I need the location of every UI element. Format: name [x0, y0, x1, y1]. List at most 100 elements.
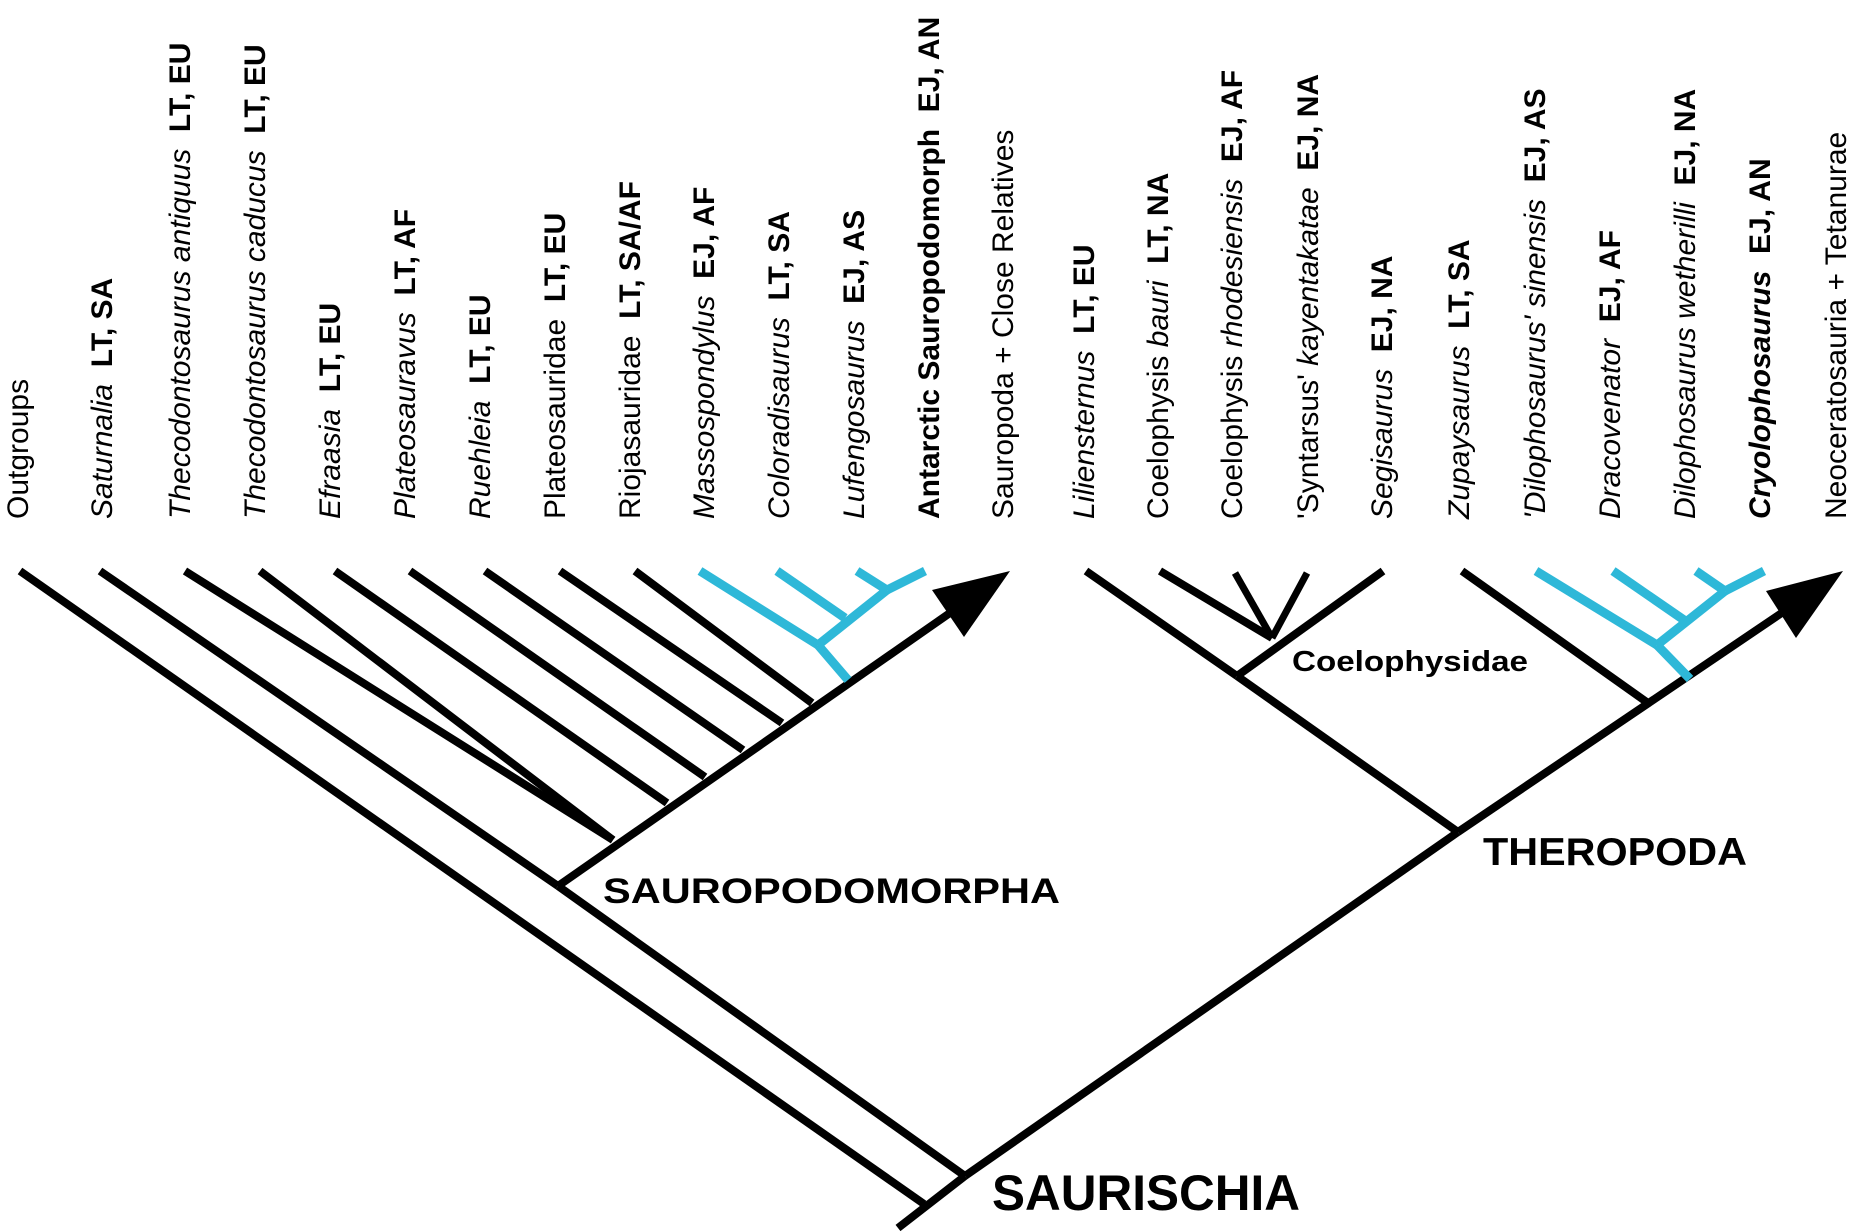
taxon-label-ruehleia: Ruehleia LT, EU	[464, 294, 497, 519]
branch-dilophosaurus-wetherilli	[1693, 567, 1728, 595]
branch-plateosauridae	[557, 567, 785, 727]
taxon-label-efraasia: Efraasia LT, EU	[314, 303, 347, 519]
branch-liliensternus	[1083, 567, 1240, 680]
age-region-code: LT, SA	[763, 211, 796, 317]
theropoda-stem	[962, 828, 1461, 1180]
sauropodomorph-arrowhead	[932, 571, 1010, 637]
age-region-code: EJ, AN	[913, 17, 946, 129]
branch-riojasauridae	[632, 567, 815, 707]
age-region-code: EJ, AN	[1744, 158, 1777, 270]
branch-saturnalia	[97, 567, 561, 890]
taxon-label-segisaurus: Segisaurus EJ, NA	[1366, 256, 1399, 519]
taxon-label-plateosauravus: Plateosauravus LT, AF	[389, 209, 422, 519]
taxon-name: Coelophysis	[1216, 347, 1249, 519]
taxon-label-zupaysaurus: Zupaysaurus LT, SA	[1443, 239, 1476, 520]
clade-label-theropoda: THEROPODA	[1483, 831, 1747, 874]
age-region-code: EJ, NA	[1292, 74, 1325, 187]
branch-outgroups	[17, 567, 927, 1208]
taxon-name: Sauropoda + Close Relatives	[987, 130, 1020, 519]
age-region-code: EJ, AF	[688, 187, 721, 296]
taxon-name: kayentakatae	[1292, 187, 1325, 365]
taxon-label-sauropoda-close-relatives: Sauropoda + Close Relatives	[987, 130, 1020, 519]
branch-antarctic-sauropodomorph	[884, 566, 928, 595]
taxon-name: Massospondylus	[688, 296, 721, 519]
taxon-name: Dilophosaurus wetherilli	[1669, 201, 1702, 519]
branch-massospondylidae-stem	[814, 642, 852, 683]
age-region-code: EJ, AS	[838, 210, 871, 321]
taxon-label-cryolophosaurus: Cryolophosaurus EJ, AN	[1744, 158, 1777, 519]
taxon-name: Riojasauridae	[614, 336, 647, 519]
clade-label-sauropodomorpha: SAUROPODOMORPHA	[603, 872, 1060, 911]
taxon-name: Ruehleia	[464, 401, 497, 519]
taxon-label-antarctic-sauropodomorph: Antarctic Sauropodomorph EJ, AN	[913, 17, 946, 519]
taxon-label-liliensternus: Liliensternus LT, EU	[1068, 244, 1101, 519]
taxon-label-neoceratosauria-tetanurae: Neoceratosauria + Tetanurae	[1820, 132, 1850, 519]
branch-ruehleia	[482, 567, 746, 754]
branch-thecodontosaurus-antiquus	[182, 567, 616, 844]
taxon-name: Neoceratosauria + Tetanurae	[1820, 132, 1850, 519]
coelophysoid-stem	[1234, 672, 1461, 836]
taxon-name: Coelophysis	[1142, 347, 1175, 519]
taxon-name: Liliensternus	[1068, 351, 1101, 519]
taxon-name: Lufengosaurus	[838, 321, 871, 520]
age-region-code: LT, SA	[86, 278, 119, 384]
branch-lufengosaurus	[854, 567, 890, 594]
theropod-arrowhead	[1766, 571, 1843, 638]
age-region-code: LT, EU	[1068, 244, 1101, 350]
branch-syntarsus-kayentakatae	[1268, 571, 1311, 640]
branch-coelophysis-bauri	[1157, 567, 1275, 642]
branch-plateosauravus	[407, 567, 708, 781]
taxon-name: Efraasia	[314, 409, 347, 519]
age-region-code: LT, NA	[1142, 173, 1175, 281]
age-region-code: LT, SA	[1443, 239, 1476, 345]
branch-coloradisaurus	[774, 567, 848, 622]
age-region-code: LT, EU	[314, 303, 347, 409]
taxon-label-dracovenator: Dracovenator EJ, AF	[1594, 230, 1627, 519]
taxon-name: Thecodontosaurus caducus	[239, 150, 272, 519]
branch-zupaysaurus	[1459, 567, 1651, 707]
branch-cryolophosaurus	[1722, 566, 1767, 596]
sauropodomorpha-stem	[555, 882, 968, 1180]
age-region-code: EJ, NA	[1366, 256, 1399, 369]
taxon-label-thecodontosaurus-antiquus: Thecodontosaurus antiquus LT, EU	[164, 43, 197, 519]
age-region-code: EJ, AF	[1216, 70, 1249, 179]
taxon-label-thecodontosaurus-caducus: Thecodontosaurus caducus LT, EU	[239, 44, 272, 519]
theropod-backbone	[1455, 579, 1829, 836]
taxon-label-coloradisaurus: Coloradisaurus LT, SA	[763, 211, 796, 519]
taxon-name: 'Syntarsus'	[1292, 366, 1325, 519]
branch-thecodontosaurus-caducus	[257, 567, 616, 844]
taxon-name: Plateosauridae	[539, 319, 572, 519]
age-region-code: EJ, AS	[1519, 88, 1552, 199]
age-region-code: LT, EU	[464, 294, 497, 400]
taxon-label-coelophysis: Coelophysis bauri LT, NA	[1142, 173, 1175, 519]
taxon-name: Coloradisaurus	[763, 317, 796, 519]
tree-branches	[17, 566, 1843, 1232]
taxon-name: bauri	[1142, 279, 1175, 347]
branch-segisaurus	[1234, 567, 1386, 680]
branch-massospondylid-inner	[815, 586, 890, 649]
sauropodomorph-backbone	[555, 579, 996, 890]
taxon-name: Plateosauravus	[389, 312, 422, 519]
taxon-name: Saturnalia	[86, 384, 119, 519]
age-region-code: EJ, NA	[1669, 89, 1702, 202]
taxon-name: 'Dilophosaurus'	[1519, 307, 1552, 519]
taxon-label-plateosauridae: Plateosauridae LT, EU	[539, 213, 572, 519]
taxon-name: rhodesiensis	[1216, 179, 1249, 347]
clade-label-coelophysidae: Coelophysidae	[1292, 646, 1528, 678]
taxon-label-syntarsus: 'Syntarsus' kayentakatae EJ, NA	[1292, 74, 1325, 519]
taxon-name: Antarctic Sauropodomorph	[913, 129, 946, 519]
taxon-label-saturnalia: Saturnalia LT, SA	[86, 278, 119, 519]
taxon-name: Thecodontosaurus antiquus	[164, 149, 197, 519]
age-region-code: LT, EU	[239, 44, 272, 150]
branch-efraasia	[332, 567, 670, 807]
taxon-label-lufengosaurus: Lufengosaurus EJ, AS	[838, 210, 871, 519]
taxon-name: Segisaurus	[1366, 369, 1399, 519]
taxon-name: sinensis	[1519, 199, 1552, 307]
age-region-code: LT, EU	[539, 213, 572, 319]
taxon-label-riojasauridae: Riojasauridae LT, SA/AF	[614, 181, 647, 519]
branch-massospondylus	[697, 567, 821, 649]
age-region-code: EJ, AF	[1594, 230, 1627, 339]
taxon-label-coelophysis: Coelophysis rhodesiensis EJ, AF	[1216, 70, 1249, 519]
branch-dilophosauridae-stem	[1653, 641, 1694, 683]
